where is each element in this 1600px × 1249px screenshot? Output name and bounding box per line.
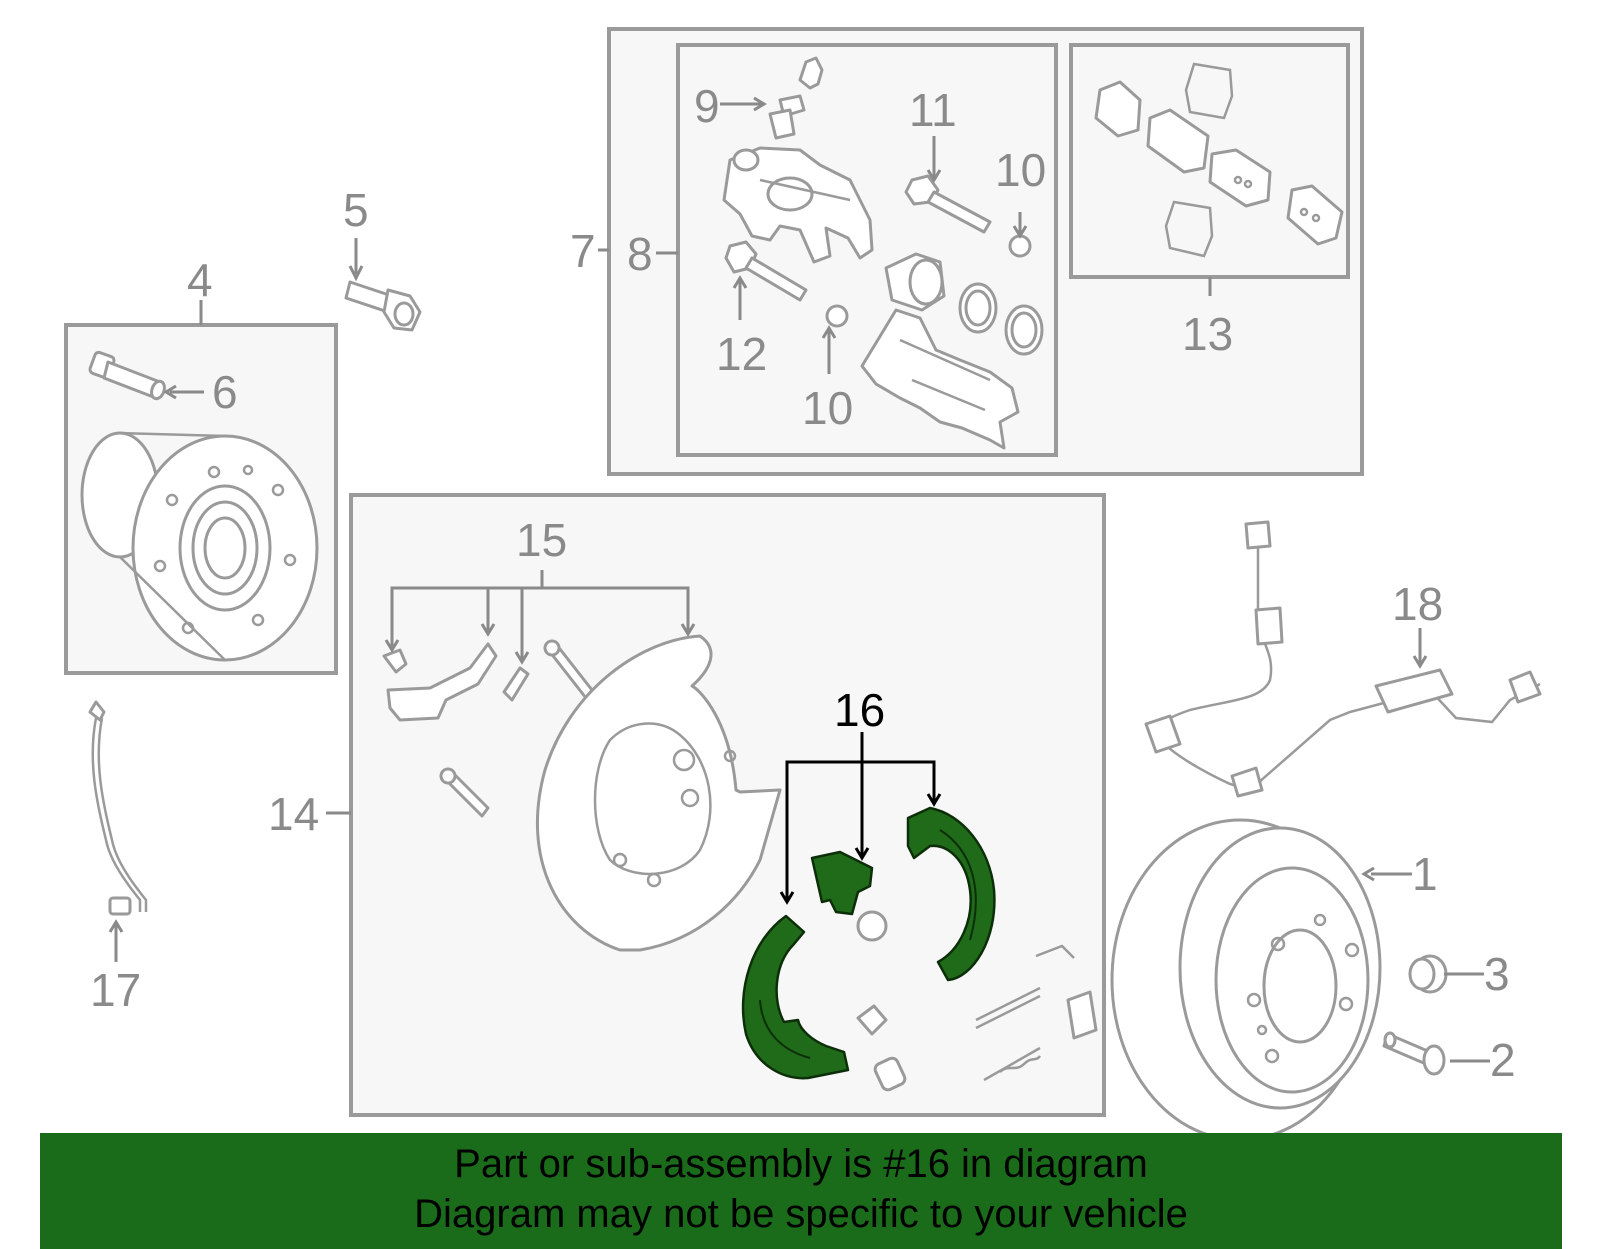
callout-16: 16 [834, 684, 885, 736]
callout-7: 7 [570, 225, 596, 277]
leader-15 [390, 570, 690, 660]
brake-hose-part [88, 700, 148, 916]
leader-12-arrow [732, 275, 748, 289]
boot-upper-part [1008, 234, 1032, 258]
callout-17: 17 [90, 964, 141, 1016]
callout-9: 9 [694, 80, 720, 132]
leader-9-arrow [753, 96, 767, 112]
leader-15-arrows [384, 623, 696, 665]
leader-16-arrows [779, 793, 942, 905]
leader-17-arrow [108, 919, 124, 933]
brake-rotor-part [1110, 818, 1382, 1142]
caliper-bolt-part [344, 280, 422, 332]
callout-13: 13 [1182, 308, 1233, 360]
banner-line-2: Diagram may not be specific to your vehi… [414, 1192, 1188, 1236]
caliper-carrier-part [860, 308, 1020, 450]
callout-14: 14 [268, 788, 319, 840]
rotor-plug-part [1408, 954, 1448, 994]
brake-pads-part [1094, 62, 1344, 258]
leader-6-arrow [163, 384, 177, 400]
leader-10b-arrow [821, 325, 837, 339]
boot-lower-part [825, 304, 849, 328]
part-info-banner: Part or sub-assembly is #16 in diagram D… [40, 1133, 1562, 1249]
piston-seal-kit-part [884, 252, 1044, 356]
leader-18-arrow [1412, 655, 1428, 669]
leader-10a-arrow [1012, 225, 1028, 239]
leader-1-arrow [1361, 866, 1375, 882]
caliper-body-part [722, 146, 874, 264]
rotor-screw-part [1382, 1031, 1446, 1076]
leader-16 [785, 732, 936, 900]
callout-3: 3 [1484, 948, 1510, 1000]
leader-5-arrow [348, 265, 364, 282]
callout-4: 4 [187, 254, 213, 306]
callout-18: 18 [1392, 578, 1443, 630]
callout-5: 5 [343, 184, 369, 236]
callout-6: 6 [212, 366, 238, 418]
callout-10-lower: 10 [802, 382, 853, 434]
leader-11-arrow [926, 169, 942, 183]
bleeder-screw-part [768, 56, 824, 140]
wheel-speed-sensor-part [1144, 520, 1542, 798]
parking-brake-shoe-highlighted-part [741, 806, 996, 1080]
callout-10-upper: 10 [995, 144, 1046, 196]
adjuster-springs-part [856, 944, 1098, 1092]
parking-brake-hardware-part [382, 639, 594, 818]
guide-pin-lower-part [724, 240, 808, 302]
hub-bearing-part [80, 431, 319, 662]
guide-pin-upper-part [904, 174, 992, 234]
callout-15: 15 [516, 514, 567, 566]
callout-2: 2 [1490, 1034, 1516, 1086]
callout-11: 11 [909, 84, 957, 136]
callout-12: 12 [716, 328, 767, 380]
hub-bolt-part [88, 350, 166, 401]
callout-1: 1 [1412, 848, 1438, 900]
backing-plate-part [535, 634, 782, 952]
callout-8: 8 [627, 228, 653, 280]
banner-line-1: Part or sub-assembly is #16 in diagram [454, 1142, 1148, 1186]
